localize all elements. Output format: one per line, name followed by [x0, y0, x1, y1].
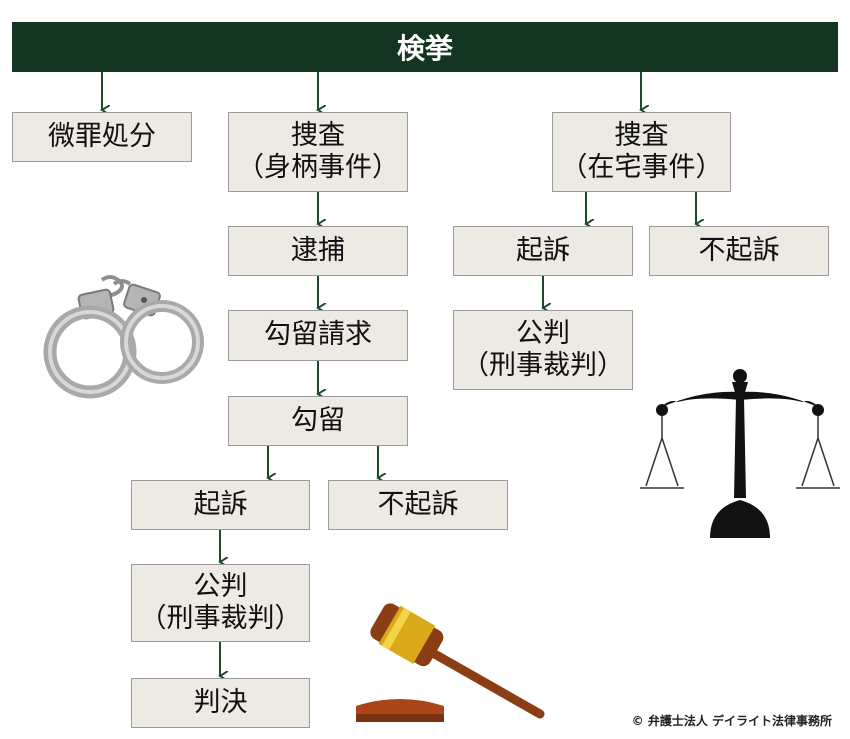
node-kouryuu-seikyuu: 勾留請求	[228, 310, 408, 361]
node-bizai: 微罪処分	[12, 112, 192, 162]
node-fukiso-mid: 不起訴	[328, 480, 508, 530]
node-taiho-label: 逮捕	[291, 234, 345, 266]
scales-of-justice-icon	[640, 369, 840, 538]
copyright-credit: © 弁護士法人 デイライト法律事務所	[631, 714, 832, 728]
node-kouryuu-label: 勾留	[291, 404, 345, 436]
header-title: 検挙	[396, 32, 453, 65]
node-kouhan-right: 公判 （刑事裁判）	[453, 310, 633, 390]
gavel-icon	[356, 603, 545, 722]
node-taiho: 逮捕	[228, 226, 408, 276]
header-arrest: 検挙	[12, 22, 838, 72]
node-sousa-migara-label: 捜査	[291, 119, 345, 151]
node-fukiso-right-label: 不起訴	[698, 234, 780, 266]
node-kiso-left-label: 起訴	[193, 488, 248, 520]
node-bizai-label: 微罪処分	[48, 120, 156, 152]
node-kouhan-right-sub: （刑事裁判）	[462, 350, 624, 381]
node-kouhan-left-sub: （刑事裁判）	[139, 603, 302, 634]
node-sousa-zaitaku-sub: （在宅事件）	[560, 152, 723, 183]
node-kouryuu: 勾留	[228, 396, 408, 446]
node-kiso-right: 起訴	[453, 226, 633, 276]
node-kouhan-left: 公判 （刑事裁判）	[131, 564, 310, 642]
handcuffs-icon	[43, 275, 204, 399]
node-sousa-zaitaku: 捜査 （在宅事件）	[552, 112, 731, 192]
node-kouhan-right-label: 公判	[516, 317, 570, 349]
node-hanketsu: 判決	[131, 678, 310, 728]
node-kouryuu-seikyuu-label: 勾留請求	[264, 319, 372, 351]
node-fukiso-mid-label: 不起訴	[377, 488, 459, 520]
node-kouhan-left-label: 公判	[193, 570, 248, 602]
node-sousa-migara-sub: （身柄事件）	[237, 152, 399, 183]
node-kiso-left: 起訴	[131, 480, 310, 530]
node-sousa-migara: 捜査 （身柄事件）	[228, 112, 408, 192]
node-hanketsu-label: 判決	[193, 686, 248, 718]
node-fukiso-right: 不起訴	[649, 226, 829, 276]
node-kiso-right-label: 起訴	[516, 234, 570, 266]
node-sousa-zaitaku-label: 捜査	[614, 119, 669, 151]
